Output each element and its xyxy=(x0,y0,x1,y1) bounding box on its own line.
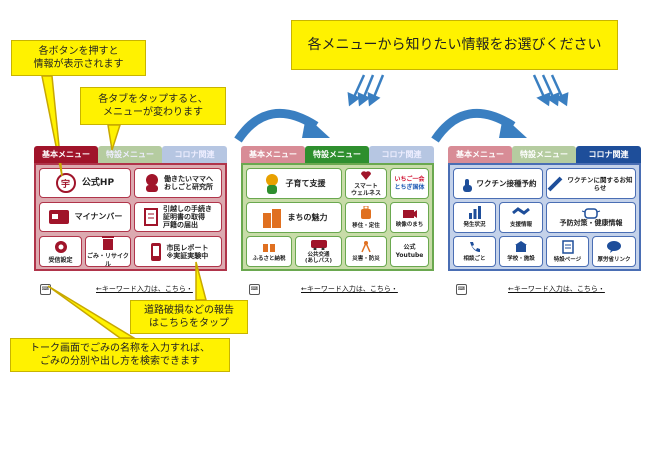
tab-basic[interactable]: 基本メニュー xyxy=(34,146,98,163)
tab-basic[interactable]: 基本メニュー xyxy=(241,146,305,163)
hp-icon: 宇 xyxy=(55,173,76,193)
handshake-icon xyxy=(512,206,530,219)
talk-search-callout: トーク画面でごみの名称を入力すれば、ごみの分別や出し方を検索できます xyxy=(10,338,230,372)
furusato-button[interactable]: ふるさと納税 xyxy=(246,236,292,267)
buttons-callout: 各ボタンを押すと情報が表示されます xyxy=(11,40,146,76)
menu-grid: 子育て支援 スマートウェルネス いちご一会とちぎ国体 まちの魅力 移住・定住 映… xyxy=(241,163,434,271)
bus-button[interactable]: 公共交通(あしバス) xyxy=(295,236,342,267)
menu-grid: 宇 公式HP 働きたいママへおしごと研究所 マイナンバー 引越しの手続き証明書の… xyxy=(34,163,227,271)
qa-icon xyxy=(606,240,622,254)
receive-settings-label: 受信設定 xyxy=(48,256,73,264)
ichigo-kokutai-button[interactable]: いちご一会とちぎ国体 xyxy=(390,168,429,199)
childcare-button[interactable]: 子育て支援 xyxy=(246,168,342,199)
tab-special[interactable]: 特設メニュー xyxy=(98,146,162,163)
vaccine-info-button[interactable]: ワクチンに関するお知らせ xyxy=(546,168,636,199)
tab-special[interactable]: 特設メニュー xyxy=(305,146,369,163)
support-button[interactable]: 支援情報 xyxy=(499,202,543,233)
building-icon xyxy=(261,207,283,229)
mama-label-1: 働きたいママへ xyxy=(164,175,213,183)
special-page-button[interactable]: 特設ページ xyxy=(546,236,589,267)
tab-bar: 基本メニュー 特設メニュー コロナ関連 xyxy=(34,146,227,163)
working-mama-button[interactable]: 働きたいママへおしごと研究所 xyxy=(134,168,222,198)
tab-bar: 基本メニュー 特設メニュー コロナ関連 xyxy=(241,146,434,163)
moving-procedures-button[interactable]: 引越しの手続き証明書の取得戸籍の届出 xyxy=(134,202,222,232)
harm-link-button[interactable]: 厚労省リンク xyxy=(592,236,636,267)
suitcase-icon xyxy=(360,205,372,220)
document-pen-icon xyxy=(144,207,160,227)
moving-label-3: 戸籍の届出 xyxy=(163,221,198,229)
video-town-button[interactable]: 映像のまち xyxy=(390,202,429,233)
headline-text: 各メニューから知りたい情報をお選びください xyxy=(307,37,602,53)
tab-corona[interactable]: コロナ関連 xyxy=(576,146,641,163)
report-phone-icon xyxy=(148,242,164,262)
bus-icon xyxy=(310,239,328,250)
childcare-label: 子育て支援 xyxy=(285,178,326,188)
mama-label-2: おしごと研究所 xyxy=(164,183,213,191)
moving-label-1: 引越しの手続き xyxy=(163,205,212,213)
keyboard-icon[interactable]: ⌨ xyxy=(40,284,51,295)
citizen-report-label-2: ※実証実験中 xyxy=(166,251,209,260)
disaster-button[interactable]: 災害・防災 xyxy=(345,236,387,267)
official-hp-label: 公式HP xyxy=(81,178,115,188)
keyboard-icon[interactable]: ⌨ xyxy=(456,284,467,295)
svg-text:宇: 宇 xyxy=(61,178,70,190)
trash-icon xyxy=(101,235,115,251)
tabs-callout: 各タブをタップすると、メニューが変わります xyxy=(80,87,226,125)
keyboard-icon[interactable]: ⌨ xyxy=(249,284,260,295)
down-arrows-icon xyxy=(532,74,569,107)
mynumber-button[interactable]: マイナンバー xyxy=(39,202,131,232)
id-card-icon xyxy=(48,209,70,225)
official-hp-button[interactable]: 宇 公式HP xyxy=(39,168,131,198)
bar-chart-icon xyxy=(468,206,482,219)
basic-menu-panel: 基本メニュー 特設メニュー コロナ関連 宇 公式HP 働きたいママへおしごと研究… xyxy=(34,146,227,295)
heart-icon xyxy=(360,170,372,181)
road-report-callout: 道路破損などの報告はこちらをタップ xyxy=(130,300,248,334)
tab-corona[interactable]: コロナ関連 xyxy=(369,146,434,163)
mask-icon xyxy=(581,208,601,219)
keyword-link[interactable]: ←キーワード入力は、こちら・ xyxy=(301,285,398,293)
radio-tower-icon xyxy=(359,240,373,253)
smart-wellness-button[interactable]: スマートウェルネス xyxy=(345,168,387,199)
curved-arrow-icon xyxy=(431,109,527,143)
mynumber-label: マイナンバー xyxy=(74,212,123,221)
down-arrows-icon xyxy=(347,74,385,107)
school-icon xyxy=(514,240,528,253)
status-button[interactable]: 発生状況 xyxy=(453,202,496,233)
garbage-label: ごみ・リサイクル xyxy=(87,252,129,268)
child-icon xyxy=(263,173,281,195)
moving-label-2: 証明書の取得 xyxy=(163,213,205,221)
consult-button[interactable]: 相談ごと xyxy=(453,236,496,267)
menu-grid: ワクチン接種予約 ワクチンに関するお知らせ 発生状況 支援情報 予防対策・健康情… xyxy=(448,163,641,271)
citizen-report-button[interactable]: 市民レポート※実証実験中 xyxy=(134,236,222,267)
town-charm-button[interactable]: まちの魅力 xyxy=(246,202,342,233)
tab-corona[interactable]: コロナ関連 xyxy=(162,146,227,163)
headline-callout: 各メニューから知りたい情報をお選びください xyxy=(291,20,618,70)
page-icon xyxy=(561,239,574,254)
tab-bar: 基本メニュー 特設メニュー コロナ関連 xyxy=(448,146,641,163)
garbage-recycle-button[interactable]: ごみ・リサイクル xyxy=(85,235,131,268)
phone-icon xyxy=(468,240,481,253)
keyword-link[interactable]: ←キーワード入力は、こちら・ xyxy=(96,285,193,293)
gear-icon xyxy=(53,239,69,255)
curved-arrow-icon xyxy=(234,109,330,143)
vaccine-booking-button[interactable]: ワクチン接種予約 xyxy=(453,168,543,199)
corona-menu-panel: 基本メニュー 特設メニュー コロナ関連 ワクチン接種予約 ワクチンに関するお知ら… xyxy=(448,146,641,295)
prevention-button[interactable]: 予防対策・健康情報 xyxy=(546,202,636,233)
special-menu-panel: 基本メニュー 特設メニュー コロナ関連 子育て支援 スマートウェルネス いちご一… xyxy=(241,146,434,295)
school-button[interactable]: 学校・施設 xyxy=(499,236,543,267)
camera-icon xyxy=(402,207,418,219)
migration-button[interactable]: 移住・定住 xyxy=(345,202,387,233)
receive-settings-button[interactable]: 受信設定 xyxy=(39,236,82,267)
tap-hand-icon xyxy=(460,175,474,193)
mama-icon xyxy=(143,173,161,193)
syringe-icon xyxy=(547,176,563,192)
tab-basic[interactable]: 基本メニュー xyxy=(448,146,512,163)
keyword-link[interactable]: ←キーワード入力は、こちら・ xyxy=(508,285,605,293)
citizen-report-label-1: 市民レポート xyxy=(166,243,209,252)
gift-icon xyxy=(262,240,276,253)
tab-special[interactable]: 特設メニュー xyxy=(512,146,576,163)
